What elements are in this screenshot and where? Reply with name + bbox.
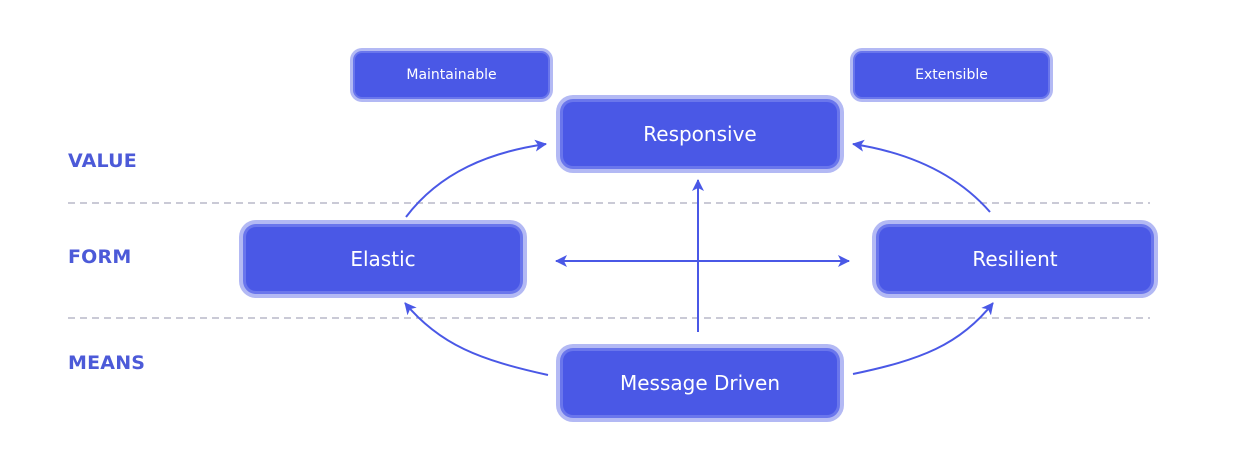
- node-extensible-label: Extensible: [915, 67, 988, 83]
- node-maintainable-label: Maintainable: [406, 67, 497, 83]
- node-maintainable: Maintainable: [355, 53, 548, 97]
- row-label-means: MEANS: [68, 352, 146, 374]
- row-label-value: VALUE: [68, 150, 137, 172]
- node-responsive-label: Responsive: [643, 122, 757, 146]
- node-extensible: Extensible: [855, 53, 1048, 97]
- node-resilient: Resilient: [879, 227, 1151, 291]
- arrow-resilient-to-responsive: [852, 139, 991, 213]
- arrow-elastic-to-responsive: [405, 139, 547, 218]
- node-responsive: Responsive: [563, 102, 837, 166]
- node-message-driven-label: Message Driven: [619, 371, 780, 395]
- arrow-message-driven-to-resilient: [852, 302, 994, 375]
- row-label-form: FORM: [68, 246, 132, 268]
- node-resilient-label: Resilient: [972, 247, 1058, 271]
- node-elastic: Elastic: [246, 227, 520, 291]
- node-elastic-label: Elastic: [350, 247, 416, 271]
- node-message-driven: Message Driven: [563, 351, 837, 415]
- arrow-message-driven-to-elastic: [404, 302, 549, 376]
